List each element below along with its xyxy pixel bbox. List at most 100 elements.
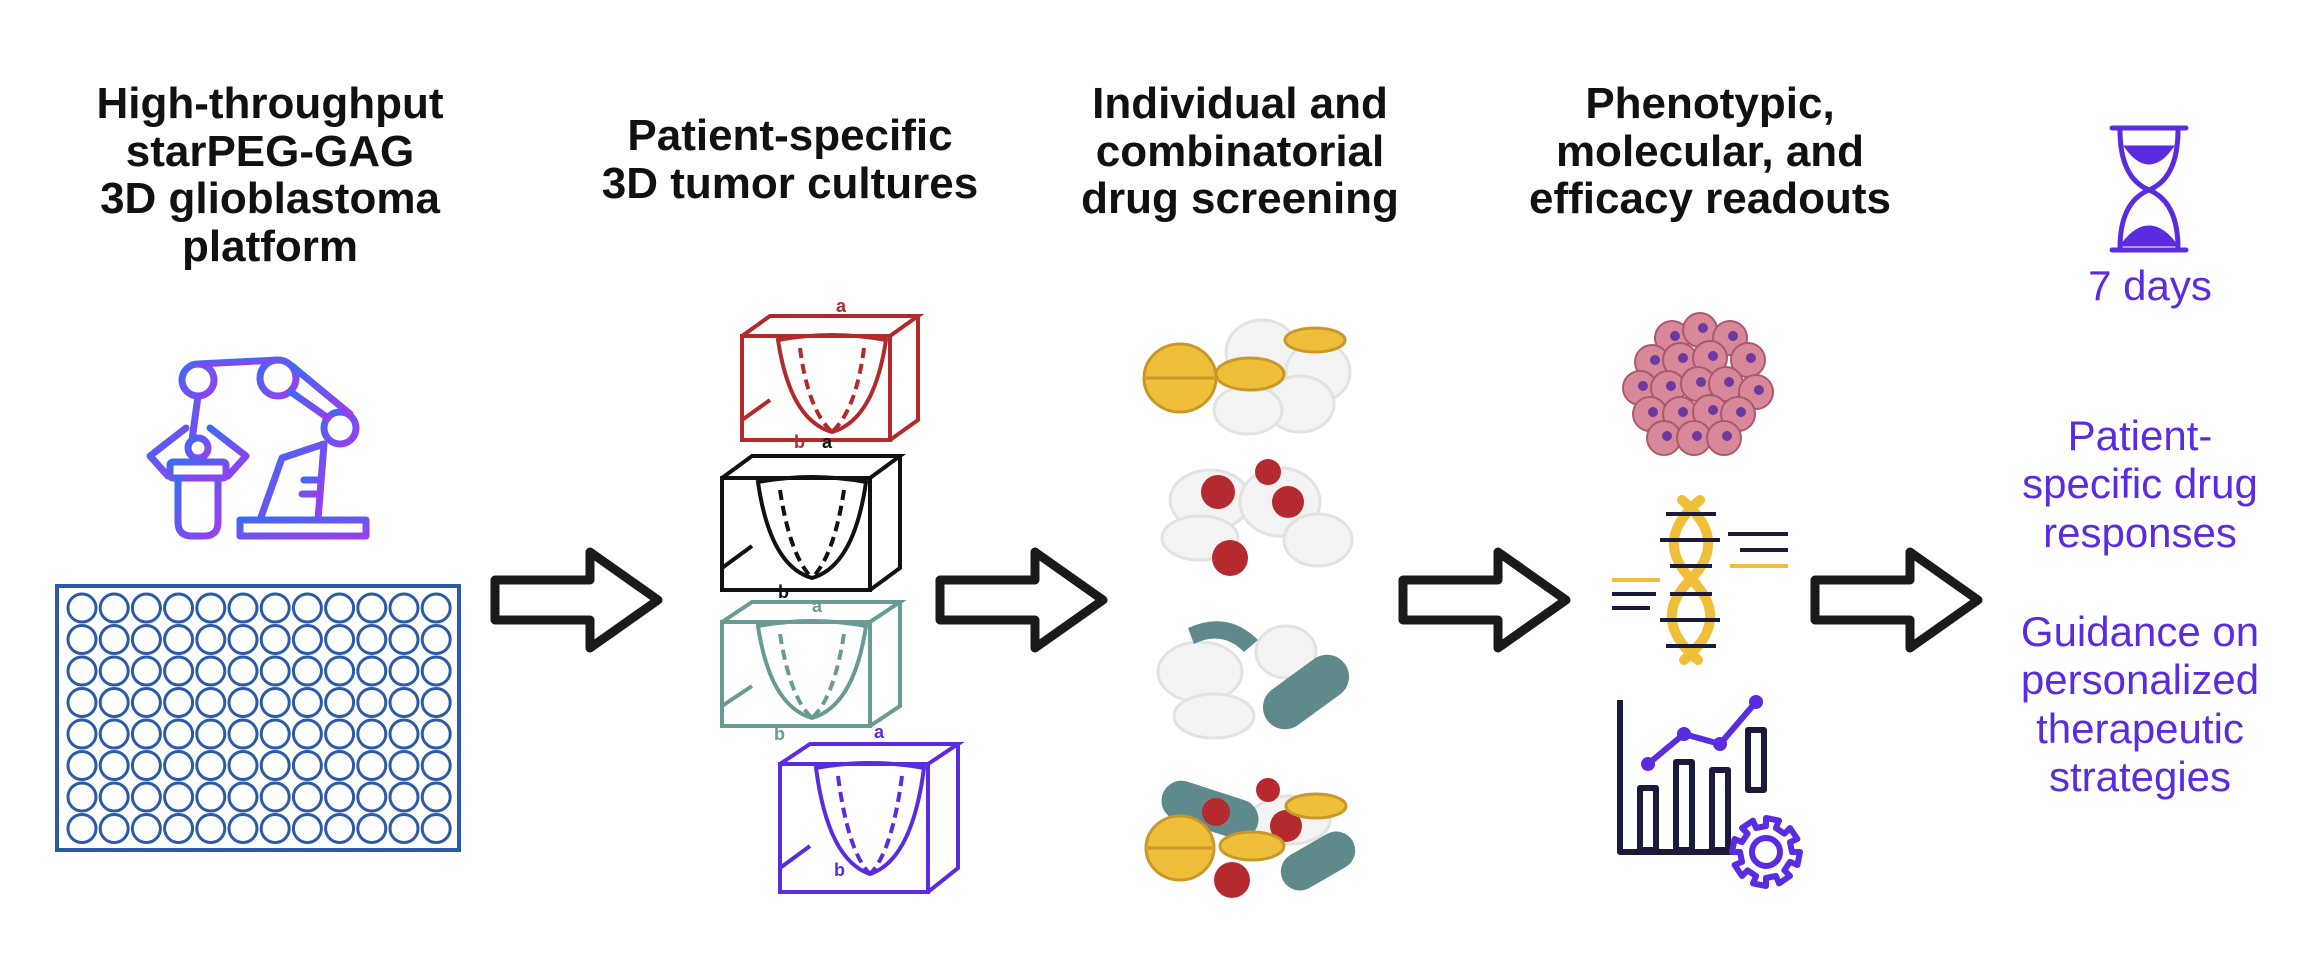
pill-group-red-icon [1160,459,1354,576]
well [163,687,195,718]
well [291,592,323,624]
well [259,592,291,624]
step-title-platform: High-throughput starPEG-GAG 3D glioblast… [60,80,480,270]
well [130,718,162,750]
well [163,592,195,624]
well [291,750,323,781]
title-line: efficacy readouts [1529,174,1891,224]
well [259,718,291,750]
step-title-readouts: Phenotypic, molecular, and efficacy read… [1490,80,1930,223]
well [227,624,259,655]
well [163,781,195,813]
step-title-cultures: Patient-specific 3D tumor cultures [570,112,1010,207]
well [98,781,130,813]
well [130,813,162,844]
well [259,624,291,655]
hydrogel-cube-icon-black [720,454,907,592]
well [420,750,452,781]
well [388,813,420,844]
hydrogel-cube-icon-teal [720,600,907,728]
outcome-line: personalized [2020,656,2260,704]
well [259,687,291,718]
well [227,813,259,844]
well [388,781,420,813]
well [420,592,452,624]
well [324,813,356,844]
well-plate-icon [55,584,461,852]
cell-nucleus [1724,377,1734,387]
well [324,718,356,750]
well [98,655,130,687]
well [130,624,162,655]
arrow-icon [490,547,663,653]
well [259,750,291,781]
dna-helix-icon [1612,495,1788,665]
well [388,750,420,781]
well [163,655,195,687]
arrow-icon [935,547,1108,653]
well [420,687,452,718]
well [259,655,291,687]
cell-nucleus [1728,331,1738,341]
cell-nucleus [1722,431,1732,441]
cell-nucleus [1662,431,1672,441]
cube-label-a: a [836,296,847,316]
cell-nucleus [1708,405,1718,415]
well [324,655,356,687]
well [356,718,388,750]
title-line: Individual and [1092,79,1388,128]
well [227,750,259,781]
well [291,687,323,718]
cube-label-a: a [822,432,833,452]
title-line: High-throughput [96,79,444,128]
cell-nucleus [1638,381,1648,391]
title-line: Patient-specific [627,111,953,160]
well [195,718,227,750]
cell-nucleus [1746,353,1756,363]
well [195,655,227,687]
well [66,655,98,687]
title-line: combinatorial [1095,126,1385,176]
well [130,687,162,718]
cube-label-b: b [794,432,805,452]
cell-nucleus [1678,353,1688,363]
cell-nucleus [1666,381,1676,391]
well [163,750,195,781]
well [130,781,162,813]
hydrogel-cube-icon-red [740,314,925,442]
title-line: molecular, and [1555,126,1865,176]
cell-nucleus [1678,407,1688,417]
pill-group-mixed-icon [1144,778,1356,898]
cell-nucleus [1698,323,1708,333]
well [291,624,323,655]
title-line: starPEG-GAG [125,126,415,176]
gear-icon [1729,815,1803,889]
well [98,718,130,750]
well [195,781,227,813]
well [324,592,356,624]
title-line: Phenotypic, [1585,79,1835,128]
well [195,592,227,624]
well [356,813,388,844]
well [388,592,420,624]
outcome-line: strategies [2048,752,2232,800]
well [291,655,323,687]
well [324,624,356,655]
tumor-spheroid-icon [1622,312,1774,456]
title-line: 3D tumor cultures [601,158,979,208]
well [420,718,452,750]
well [66,750,98,781]
well [388,655,420,687]
hydrogel-cube-icon-purple [778,742,965,894]
well [356,624,388,655]
well [195,750,227,781]
cell-nucleus [1708,351,1718,361]
well [195,624,227,655]
well [291,781,323,813]
outcome-drug-responses: Patient- specific drug responses [1990,412,2290,557]
cube-label-b: b [778,582,789,602]
cell-nucleus [1754,385,1764,395]
well [291,718,323,750]
well [130,592,162,624]
